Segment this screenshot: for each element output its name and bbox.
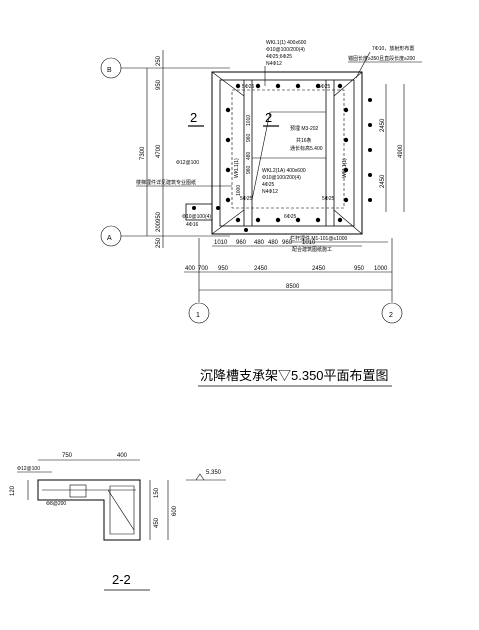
left-dim-950-top: 950 [156,79,162,90]
bottom-bar-2: 6Φ25 [284,214,297,220]
section-view: 750 400 Φ12@100 5.350 Φ8@200 120 150 450… [10,453,226,591]
bottom-dim-700: 700 [198,266,209,272]
stair-note: 楼梯埋件详见建筑专业图纸 [136,179,196,186]
left-beam-note-1: Φ10@100(4) [182,214,211,220]
bottom-dim-400: 400 [185,266,196,272]
axis-bubble-1 [188,302,210,324]
bottom-dim-row1-480b: 480 [268,240,279,246]
corner-diag-br [333,209,363,235]
top-bar-right: 5Φ25 [318,84,331,90]
plan-title: 沉降槽支承架▽5.350平面布置图 [200,368,389,383]
corner-diag-bl [211,209,245,235]
bottom-bar-1: 5Φ25 [240,196,253,202]
axis-label-1: 1 [196,312,200,319]
wkl2-note-3: 4Φ25 [262,182,275,188]
support-frame-outline [211,71,363,235]
right-dim-2450-bottom: 2450 [380,174,386,188]
phi12-note: Φ12@100 [176,160,199,166]
section-outline [37,479,141,541]
bottom-dim-row1-960b: 960 [282,240,293,246]
section-dim-750: 750 [62,453,73,459]
axis-bubble-2 [381,302,403,324]
wkl1-note-1: WKL1(1) 400x600 [266,40,307,46]
right-total-dim: 4900 [398,144,404,158]
bottom-total-dim: 8500 [286,284,300,290]
bottom-bar-3: 5Φ25 [322,196,335,202]
vertical-dim-1000: 1000 [236,185,242,196]
rebar-dots [192,83,372,232]
stair-diag [251,111,271,201]
well-note-1: 共16条 [296,137,312,144]
bottom-dim-row1-480a: 480 [254,240,265,246]
axis-label-2: 2 [389,312,393,319]
bottom-dim-950b: 950 [354,266,365,272]
right-note-leader [355,51,371,79]
wkl1-note-3: 4Φ25;6Φ25 [266,54,292,60]
left-beam-stub [185,203,213,221]
vertical-dim-960: 960 [246,133,252,142]
vertical-dim-1010: 1010 [246,115,252,126]
section-stirrup [109,485,135,535]
section-dim-400: 400 [117,453,128,459]
rail-note-1: 栏杆埋件 M1-101@≤1000 [290,235,348,242]
wkl1-note-2: Φ10@100/200(4) [266,47,305,53]
section-mark-top: 2 [190,110,197,125]
left-beam-note-2: 4Φ16 [186,222,199,228]
bottom-dim-950a: 950 [218,266,229,272]
section-dim-150: 150 [154,487,160,498]
corner-diag-tr [333,71,363,97]
section-phi12: Φ12@100 [17,466,40,472]
wkl2-note-4: N4Φ12 [262,189,278,195]
wkl2-note-2: Φ10@100/200(4) [262,175,301,181]
section-dim-450: 450 [154,517,160,528]
section-phi8: Φ8@200 [46,501,66,507]
wkl2-note-1: WKL2(1A) 400x600 [262,168,306,174]
section-embed [69,484,87,498]
vertical-dim-960b: 960 [246,165,252,174]
rail-note-2: 配合建筑图纸施工 [292,246,332,253]
bottom-dim-1000: 1000 [374,266,388,272]
section-dim-120: 120 [10,485,16,496]
left-dim-250-top: 250 [156,55,162,66]
axis-label-b: B [107,67,112,74]
left-dim-200: 200 [156,221,162,232]
wkl1-side-left: WKL1(1) [234,158,240,178]
left-total-dim: 7300 [140,146,146,160]
wkl1-side-right: WKL1(1) [342,158,348,178]
axis-label-a: A [107,235,112,242]
right-note-1: 7Φ10，放射形布置 [372,45,414,52]
section-dim-600: 600 [172,505,178,516]
vertical-dim-480: 480 [246,151,252,160]
bottom-dim-row1-1010a: 1010 [214,240,228,246]
wkl1-note-4: N4Φ12 [266,61,282,67]
section-diag [107,489,135,531]
section-elev-triangle [195,473,205,481]
bottom-dim-2450a: 2450 [254,266,268,272]
bottom-dim-2450b: 2450 [312,266,326,272]
bottom-dim-row1-960a: 960 [236,240,247,246]
bottom-dim-row1-1010b: 1010 [302,240,316,246]
trough-outline [231,89,345,209]
section-elev: 5.350 [206,470,222,476]
right-dim-2450-top: 2450 [380,118,386,132]
embed-note: 预埋 M3-202 [290,125,319,132]
plan-view: B A 250 950 4700 950 200 250 7300 2 2 [100,40,422,387]
corner-diag-tl [211,71,245,97]
top-bar-left: 5Φ25 [242,84,255,90]
left-dim-950-bottom: 950 [156,211,162,222]
well-note-2: 通长标高5.400 [290,145,323,152]
left-dim-250-bottom: 250 [156,237,162,248]
section-title: 2-2 [112,572,131,587]
support-frame-inner [219,79,355,227]
left-dim-4700: 4700 [156,144,162,158]
right-note-2: 锚固长度≥350且直段长度≥200 [348,55,415,62]
